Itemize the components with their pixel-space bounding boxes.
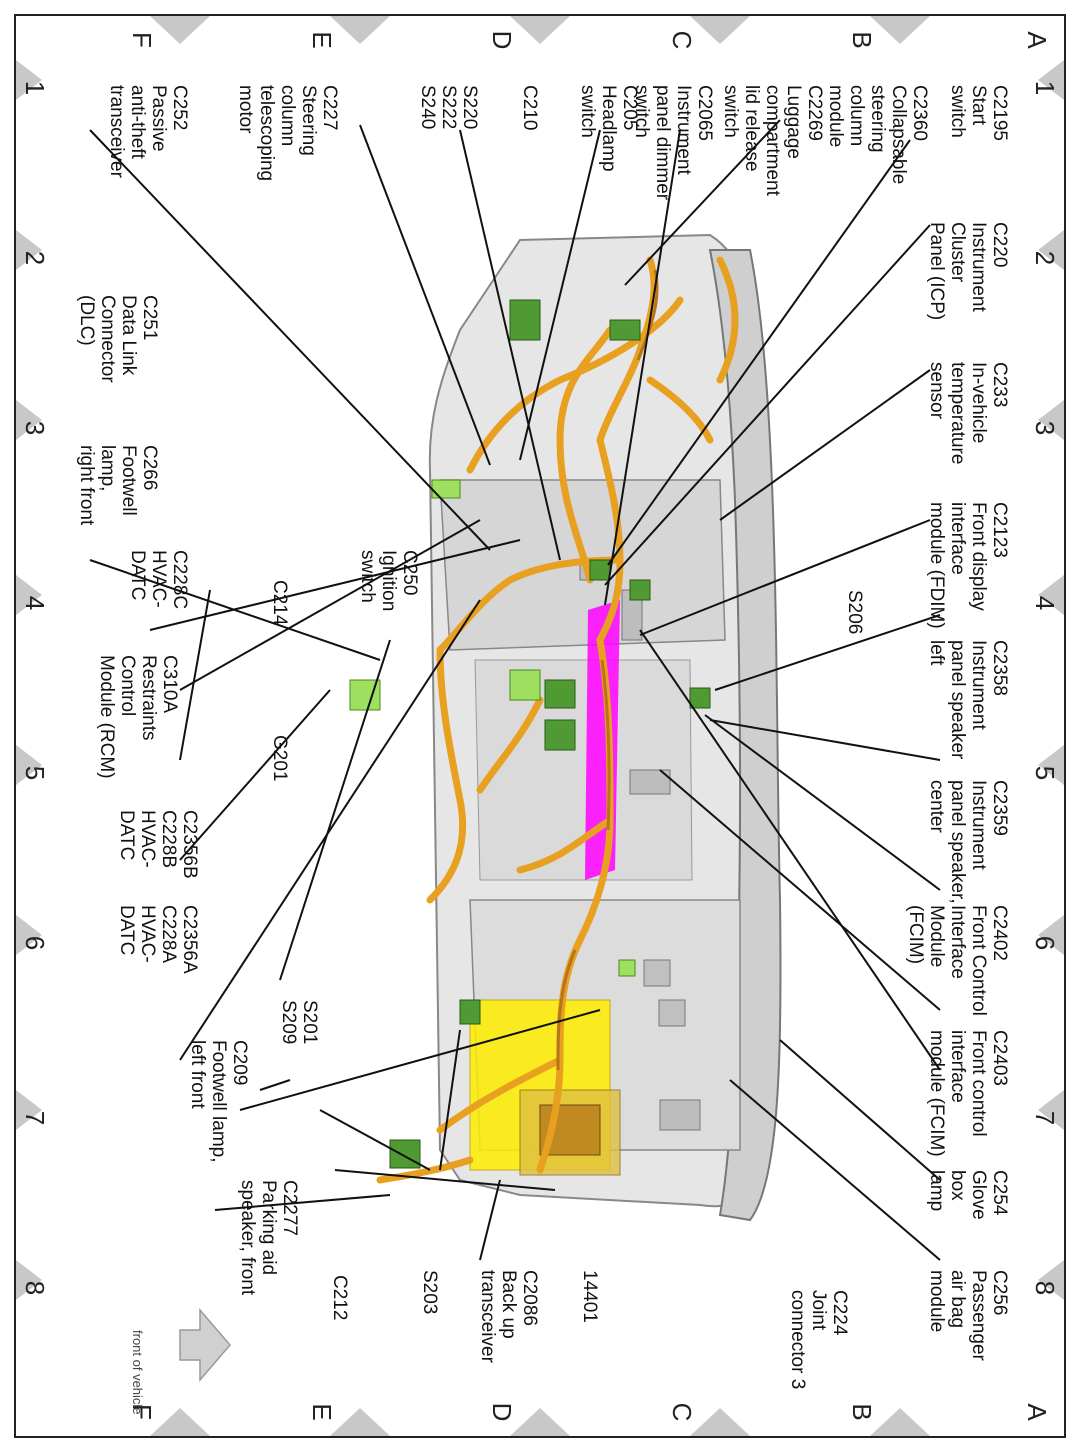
grid-col-6-bottom: 6 [20,935,50,951]
front-of-vehicle-label: front of vehicle [130,1330,145,1415]
callout-c214: C214 [269,580,290,626]
grid-row-e-left: E [307,31,337,49]
grid-col-1-bottom: 1 [20,80,50,96]
grid-col-2-bottom: 2 [20,250,50,266]
grid-col-1-top: 1 [1030,80,1060,96]
grid-row-b-left: B [847,31,877,49]
grid-col-7-bottom: 7 [20,1110,50,1126]
grid-row-f-left: F [127,32,157,48]
grid-col-4-top: 4 [1030,595,1060,611]
grid-row-d-left: D [487,30,517,50]
grid-col-8-bottom: 8 [20,1280,50,1296]
callout-s206: S206 [844,590,865,635]
grid-col-3-bottom: 3 [20,420,50,436]
callout-c210: C210 [519,85,540,131]
grid-col-8-top: 8 [1030,1280,1060,1296]
front-of-vehicle-arrow [179,1307,231,1383]
connectors [349,299,711,1169]
callout-s220: S220 S222 S240 [417,85,480,130]
leader-lines [89,119,941,1261]
border-triangles [16,16,1064,1436]
callout-s203: S203 [419,1270,440,1315]
grid-col-4-bottom: 4 [20,595,50,611]
grid-row-b-right: B [847,1403,877,1421]
callout-s201: S201 S209 [278,1000,320,1045]
grid-row-e-right: E [307,1403,337,1421]
diagram-border [14,14,1066,1438]
grid-row-a-right: A [1022,1403,1052,1421]
grid-row-d-right: D [487,1402,517,1422]
grid-col-2-top: 2 [1030,250,1060,266]
callout-c212: C212 [329,1275,350,1321]
grid-row-c-right: C [667,1402,697,1422]
callout-g201: G201 [269,735,290,782]
grid-col-5-bottom: 5 [20,765,50,781]
grid-col-5-top: 5 [1030,765,1060,781]
grid-col-6-top: 6 [1030,935,1060,951]
grid-row-c-left: C [667,30,697,50]
callout-c2356b: C2356B C228B HVAC- DATC [116,810,200,879]
grid-row-a-left: A [1022,31,1052,49]
grid-col-3-top: 3 [1030,420,1060,436]
grid-col-7-top: 7 [1030,1110,1060,1126]
callout-14401: 14401 [579,1270,600,1323]
callout-c2356a: C2356A C228A HVAC- DATC [116,905,200,974]
